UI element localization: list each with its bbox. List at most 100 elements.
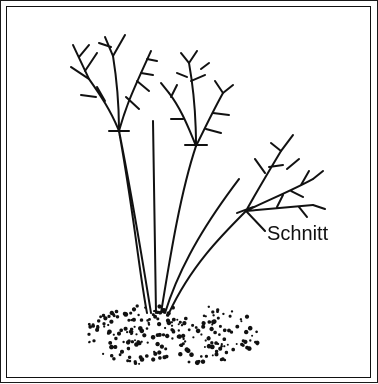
soil-speck	[248, 326, 253, 331]
soil-speck	[146, 327, 149, 330]
soil-speck	[87, 333, 90, 336]
soil-speck	[130, 333, 132, 335]
soil-speck	[256, 343, 258, 345]
soil-speck	[223, 345, 225, 347]
soil-speck	[134, 362, 137, 365]
soil-speck	[177, 334, 182, 339]
soil-speck	[140, 357, 145, 362]
soil-speck	[157, 304, 161, 308]
soil-speck	[131, 341, 133, 343]
soil-speck	[231, 310, 233, 312]
soil-speck	[200, 333, 202, 335]
soil-speck	[165, 334, 169, 338]
soil-speck	[201, 360, 205, 364]
soil-speck	[200, 355, 203, 358]
soil-speck	[227, 344, 229, 346]
soil-speck	[145, 354, 149, 358]
soil-speck	[115, 310, 119, 314]
soil-speck	[202, 321, 206, 325]
soil-speck	[137, 340, 141, 344]
soil-speck	[178, 352, 182, 356]
soil-mound	[87, 304, 259, 365]
soil-speck	[130, 319, 132, 321]
soil-speck	[164, 327, 166, 329]
soil-speck	[130, 328, 133, 331]
soil-speck	[205, 355, 208, 358]
soil-speck	[235, 325, 239, 329]
soil-speck	[151, 335, 156, 340]
soil-speck	[254, 341, 257, 344]
soil-speck	[180, 343, 184, 347]
soil-speck	[171, 325, 173, 327]
soil-speck	[107, 315, 110, 318]
soil-speck	[96, 325, 99, 328]
soil-speck	[196, 329, 201, 334]
soil-speck	[222, 313, 224, 315]
soil-speck	[127, 319, 130, 322]
soil-speck	[156, 317, 159, 320]
soil-speck	[171, 321, 173, 323]
soil-speck	[155, 342, 159, 346]
plant-stems	[119, 121, 246, 313]
soil-speck	[138, 363, 140, 365]
soil-speck	[205, 315, 207, 317]
soil-speck	[182, 321, 186, 325]
soil-speck	[212, 354, 214, 356]
soil-speck	[153, 310, 155, 312]
soil-speck	[131, 331, 133, 333]
soil-speck	[251, 335, 253, 337]
soil-speck	[201, 325, 205, 329]
soil-speck	[247, 346, 252, 351]
soil-speck	[166, 313, 169, 316]
soil-speck	[192, 336, 194, 338]
soil-speck	[249, 339, 251, 341]
soil-speck	[162, 309, 166, 313]
soil-speck	[181, 334, 185, 338]
soil-speck	[210, 345, 215, 350]
soil-speck	[127, 347, 130, 350]
soil-speck	[176, 319, 178, 321]
soil-speck	[124, 327, 128, 331]
soil-speck	[88, 323, 91, 326]
soil-speck	[151, 357, 155, 361]
soil-speck	[123, 312, 128, 317]
soil-speck	[126, 331, 128, 333]
soil-speck	[140, 329, 145, 334]
soil-speck	[220, 358, 223, 361]
soil-speck	[99, 315, 102, 318]
soil-speck	[208, 336, 210, 338]
soil-speck	[110, 354, 113, 357]
soil-speck	[128, 356, 131, 359]
soil-speck	[191, 324, 194, 327]
soil-speck	[153, 351, 155, 353]
soil-speck	[122, 341, 124, 343]
soil-speck	[119, 329, 123, 333]
soil-speck	[116, 315, 119, 318]
soil-speck	[91, 324, 95, 328]
soil-speck	[215, 352, 219, 356]
soil-speck	[89, 341, 91, 343]
soil-speck	[223, 329, 227, 333]
soil-speck	[135, 333, 137, 335]
soil-speck	[102, 322, 105, 325]
soil-speck	[107, 324, 109, 326]
branch-cluster-middle	[161, 51, 233, 146]
soil-speck	[129, 312, 132, 315]
soil-speck	[157, 350, 161, 354]
soil-speck	[108, 341, 112, 345]
soil-speck	[92, 339, 95, 342]
soil-speck	[219, 325, 222, 328]
soil-speck	[103, 316, 107, 320]
soil-speck	[182, 338, 184, 340]
soil-speck	[224, 359, 227, 362]
soil-speck	[170, 328, 173, 331]
soil-speck	[209, 327, 213, 331]
soil-speck	[221, 343, 223, 345]
soil-speck	[227, 329, 231, 333]
soil-speck	[205, 339, 207, 341]
soil-speck	[244, 330, 248, 334]
cut-label: Schnitt	[267, 223, 328, 246]
soil-speck	[147, 342, 149, 344]
